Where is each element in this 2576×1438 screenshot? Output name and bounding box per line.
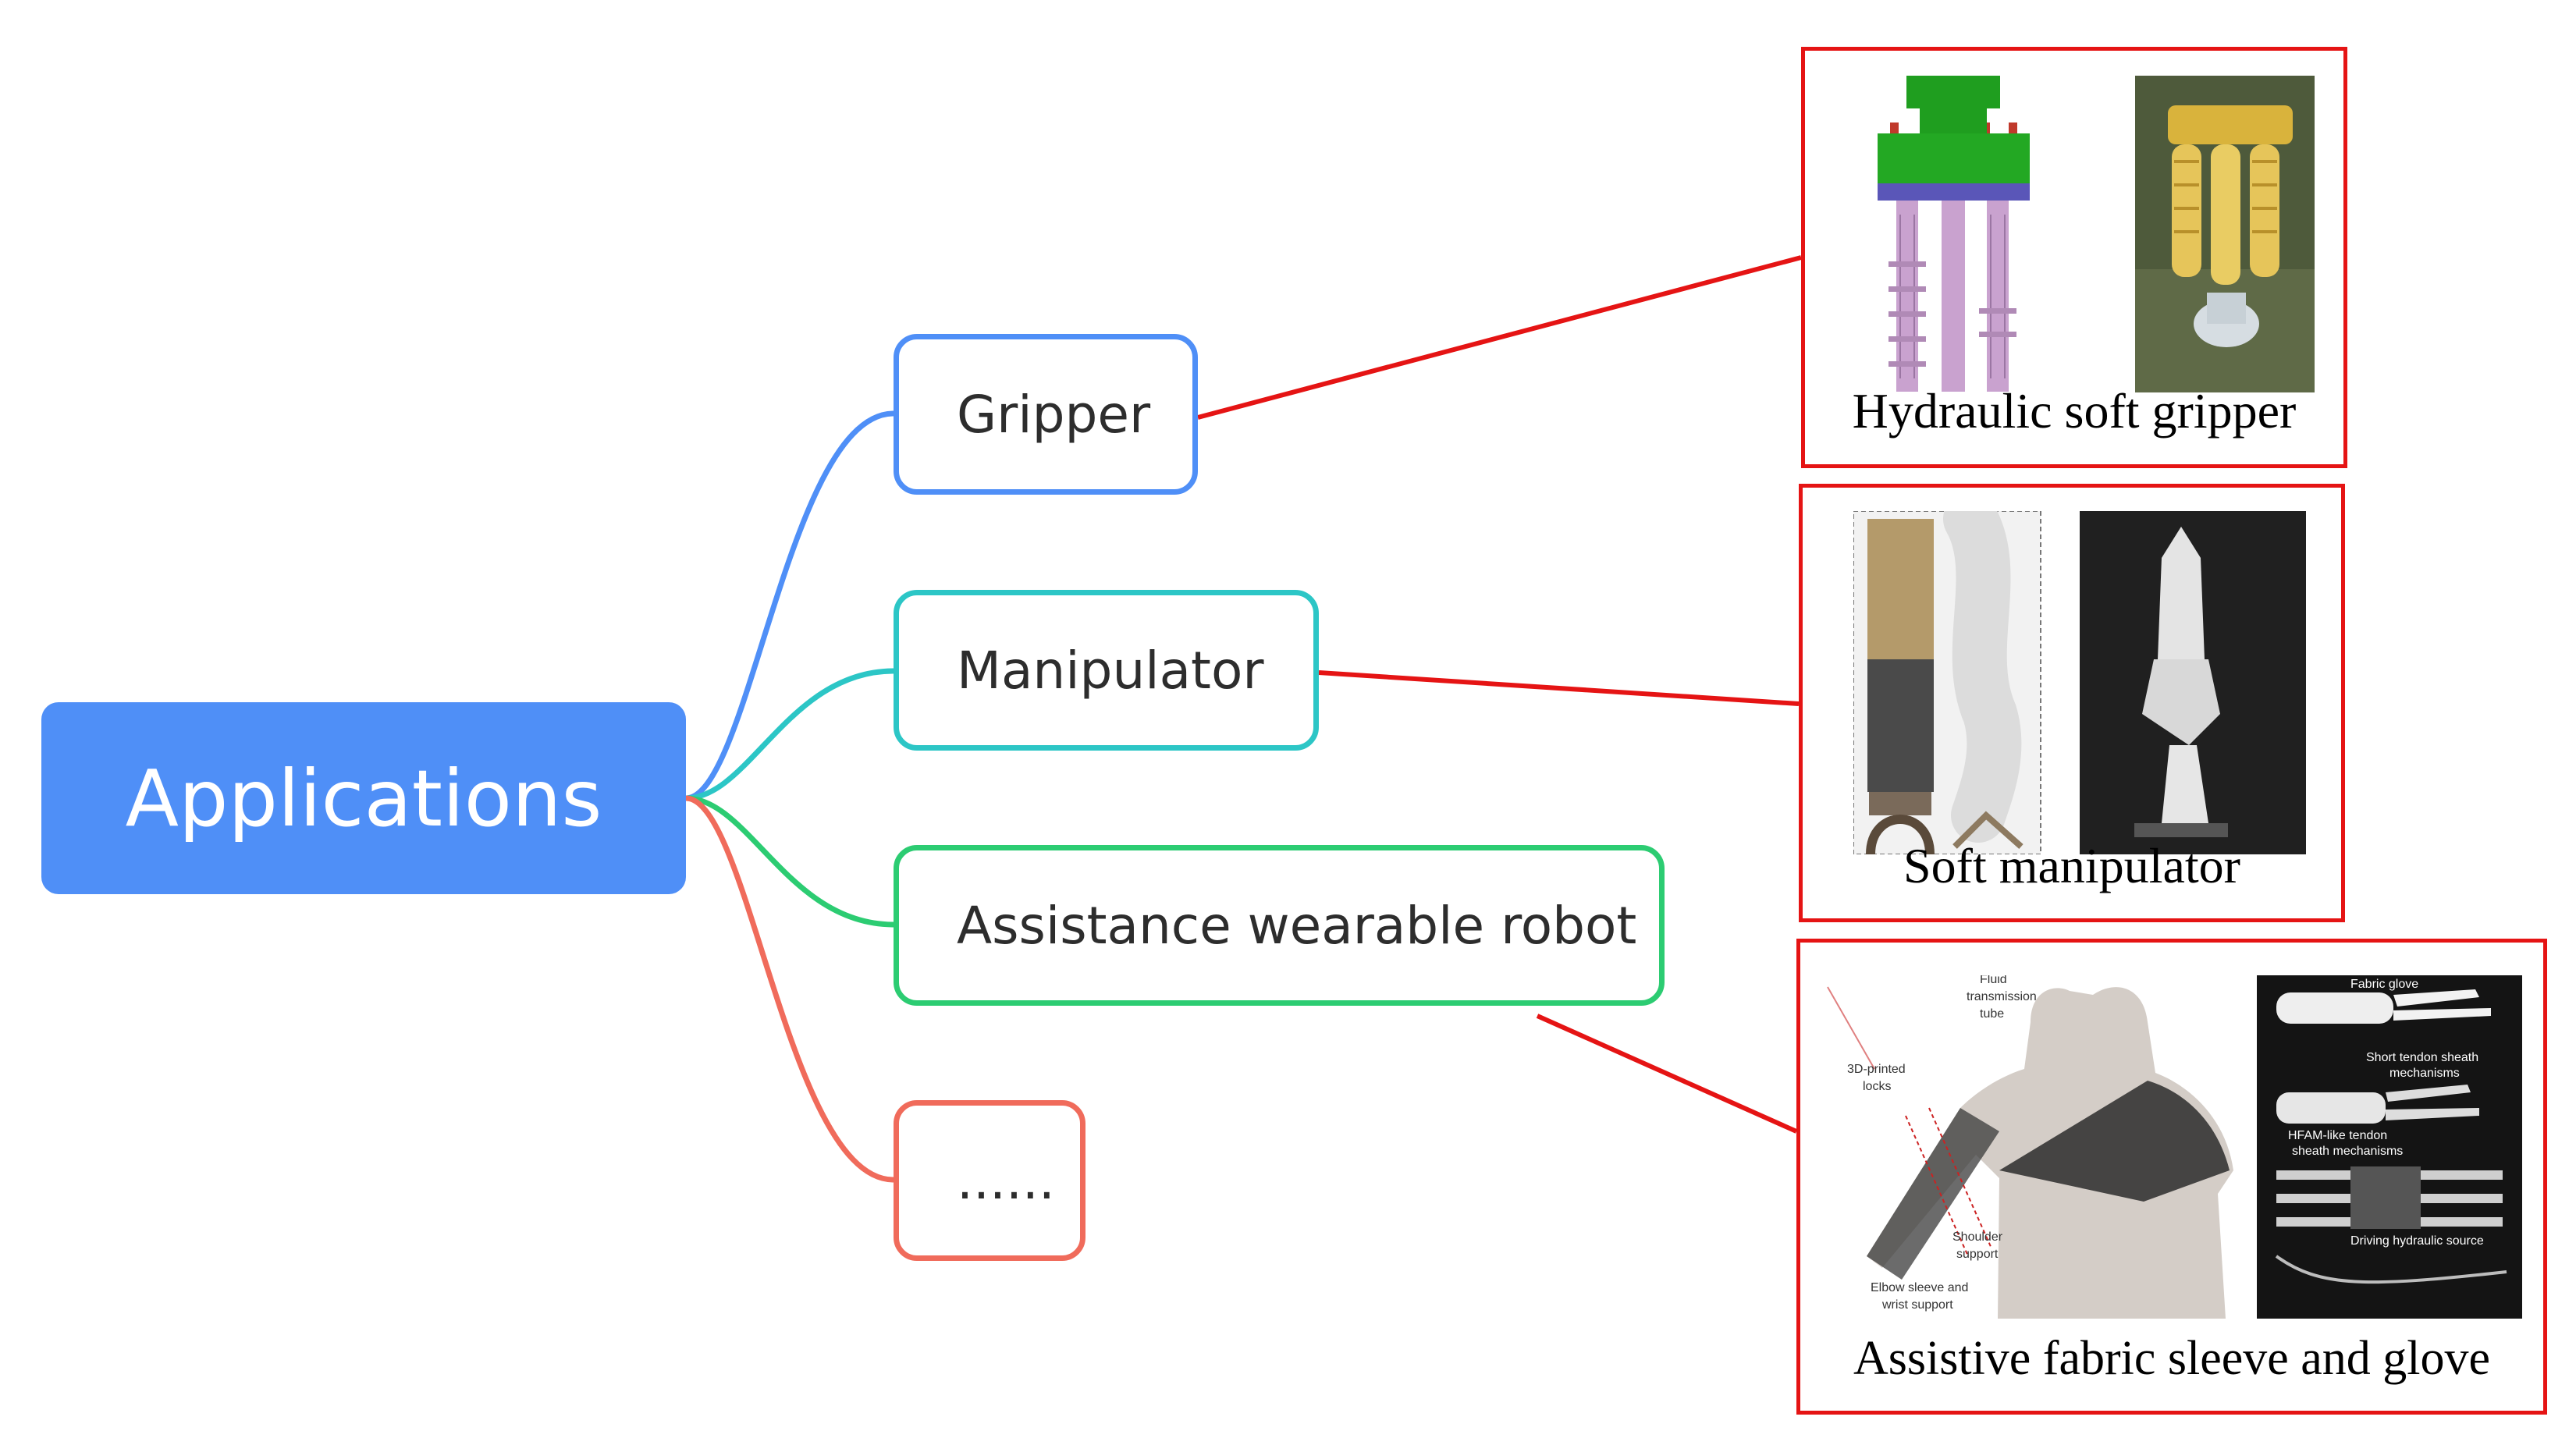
sleeve-glove-figure: Fluid transmission tube 3D-printed locks… xyxy=(1827,975,2522,1319)
manipulator-figure xyxy=(1853,511,2306,854)
branch-link-gripper xyxy=(685,410,894,801)
panel-soft-manipulator: Soft manipulator xyxy=(1799,484,2345,922)
panel-link-manipulator xyxy=(1318,670,1800,706)
branch-link-ellipsis xyxy=(685,795,894,1183)
gripper-photo xyxy=(2135,76,2315,392)
panel-caption: Hydraulic soft gripper xyxy=(1852,383,2297,439)
glove-label: mechanisms xyxy=(2389,1067,2460,1080)
root-node[interactable]: Applications xyxy=(41,702,686,894)
branch-label: Gripper xyxy=(957,384,1151,445)
sleeve-label: Fluid xyxy=(1980,975,2007,986)
branch-label: Assistance wearable robot xyxy=(957,895,1637,956)
sleeve-label: wrist support xyxy=(1881,1298,1953,1312)
panel-hydraulic-gripper: Hydraulic soft gripper xyxy=(1801,47,2347,468)
panel-caption: Assistive fabric sleeve and glove xyxy=(1853,1332,2491,1385)
sleeve-label: locks xyxy=(1863,1080,1891,1093)
branch-node-wearable-robot[interactable]: Assistance wearable robot xyxy=(894,845,1665,1006)
sleeve-label: transmission xyxy=(1967,990,2037,1003)
glove-label: Short tendon sheath xyxy=(2366,1051,2478,1064)
manipulator-segments-photo xyxy=(1853,511,2041,854)
branch-link-manipulator xyxy=(685,668,894,801)
manipulator-arm-photo xyxy=(2080,511,2306,854)
glove-label: HFAM-like tendon xyxy=(2288,1129,2387,1142)
panel-caption: Soft manipulator xyxy=(1903,838,2240,893)
panel-link-wearable xyxy=(1536,1014,1798,1134)
branch-node-ellipsis[interactable]: ...... xyxy=(894,1100,1085,1261)
root-label: Applications xyxy=(125,752,602,844)
sleeve-label: tube xyxy=(1980,1007,2004,1021)
sleeve-render: Fluid transmission tube 3D-printed locks… xyxy=(1827,975,2233,1319)
panel-link-gripper xyxy=(1197,255,1802,420)
sleeve-label: Shoulder xyxy=(1952,1230,2003,1244)
panel-assistive-sleeve-glove: Fluid transmission tube 3D-printed locks… xyxy=(1796,939,2547,1415)
sleeve-label: 3D-printed xyxy=(1847,1063,1906,1076)
glove-label: Driving hydraulic source xyxy=(2350,1234,2484,1248)
branch-label: ...... xyxy=(957,1150,1055,1211)
gripper-cad-render xyxy=(1878,76,2030,392)
gripper-figure xyxy=(1878,76,2315,392)
glove-label: sheath mechanisms xyxy=(2292,1145,2403,1158)
branch-node-gripper[interactable]: Gripper xyxy=(894,334,1198,495)
glove-photo: Fabric glove Short tendon sheath mechani… xyxy=(2257,975,2522,1319)
branch-node-manipulator[interactable]: Manipulator xyxy=(894,590,1319,751)
branch-link-wearable xyxy=(685,795,894,928)
sleeve-label: Elbow sleeve and xyxy=(1871,1281,1968,1294)
sleeve-label: support xyxy=(1956,1248,1999,1261)
branch-label: Manipulator xyxy=(957,640,1264,701)
glove-label: Fabric glove xyxy=(2350,978,2418,991)
